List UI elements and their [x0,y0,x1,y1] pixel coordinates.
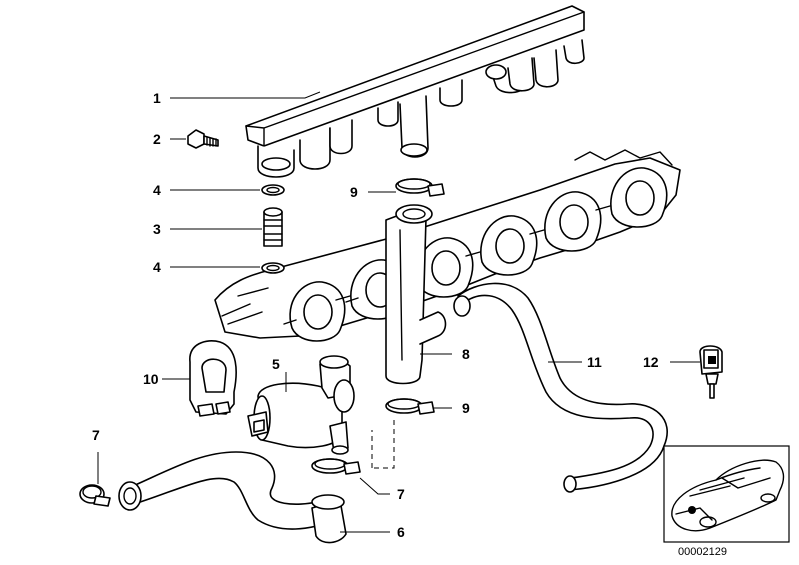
callout-6: 6 [397,524,405,540]
leader-lines [97,91,700,533]
o-ring-lower [261,262,285,274]
hose-clamp-right [311,458,361,475]
callout-4-lower: 4 [153,259,161,275]
hose-clamp-upper [395,178,445,197]
callout-10: 10 [143,371,159,387]
hose-clip [699,345,723,399]
callout-11: 11 [587,354,602,370]
intake-manifold [214,149,681,342]
bracket [189,340,237,417]
idle-control-valve [247,355,355,455]
hose-clamp-left [79,484,111,507]
hose-long [453,282,668,493]
manifold-flange [610,167,668,228]
bolt [187,129,219,149]
hose-lower [118,451,347,544]
reference-number: 00002129 [678,546,727,558]
callout-3: 3 [153,221,161,237]
fuel-rail [245,5,585,178]
callout-labels: 1 2 4 3 4 10 5 7 9 8 9 7 6 11 12 [92,90,659,540]
callout-9-upper: 9 [350,184,358,200]
manifold-flange [480,215,538,276]
callout-12: 12 [643,354,659,370]
assembly-lines [371,420,395,469]
vehicle-locator-inset: 00002129 [663,445,790,558]
callout-1: 1 [153,90,161,106]
callout-7-left: 7 [92,427,100,443]
connector [263,207,283,247]
callout-7-right: 7 [397,486,405,502]
callout-2: 2 [153,131,161,147]
callout-5: 5 [272,356,280,372]
callout-4-upper: 4 [153,182,161,198]
manifold-flange [544,191,602,252]
pipe-tee [385,204,447,385]
callout-9-lower: 9 [462,400,470,416]
hose-clamp-lower [385,398,435,415]
car-icon [671,459,785,532]
callout-8: 8 [462,346,470,362]
o-ring-upper [261,184,285,196]
